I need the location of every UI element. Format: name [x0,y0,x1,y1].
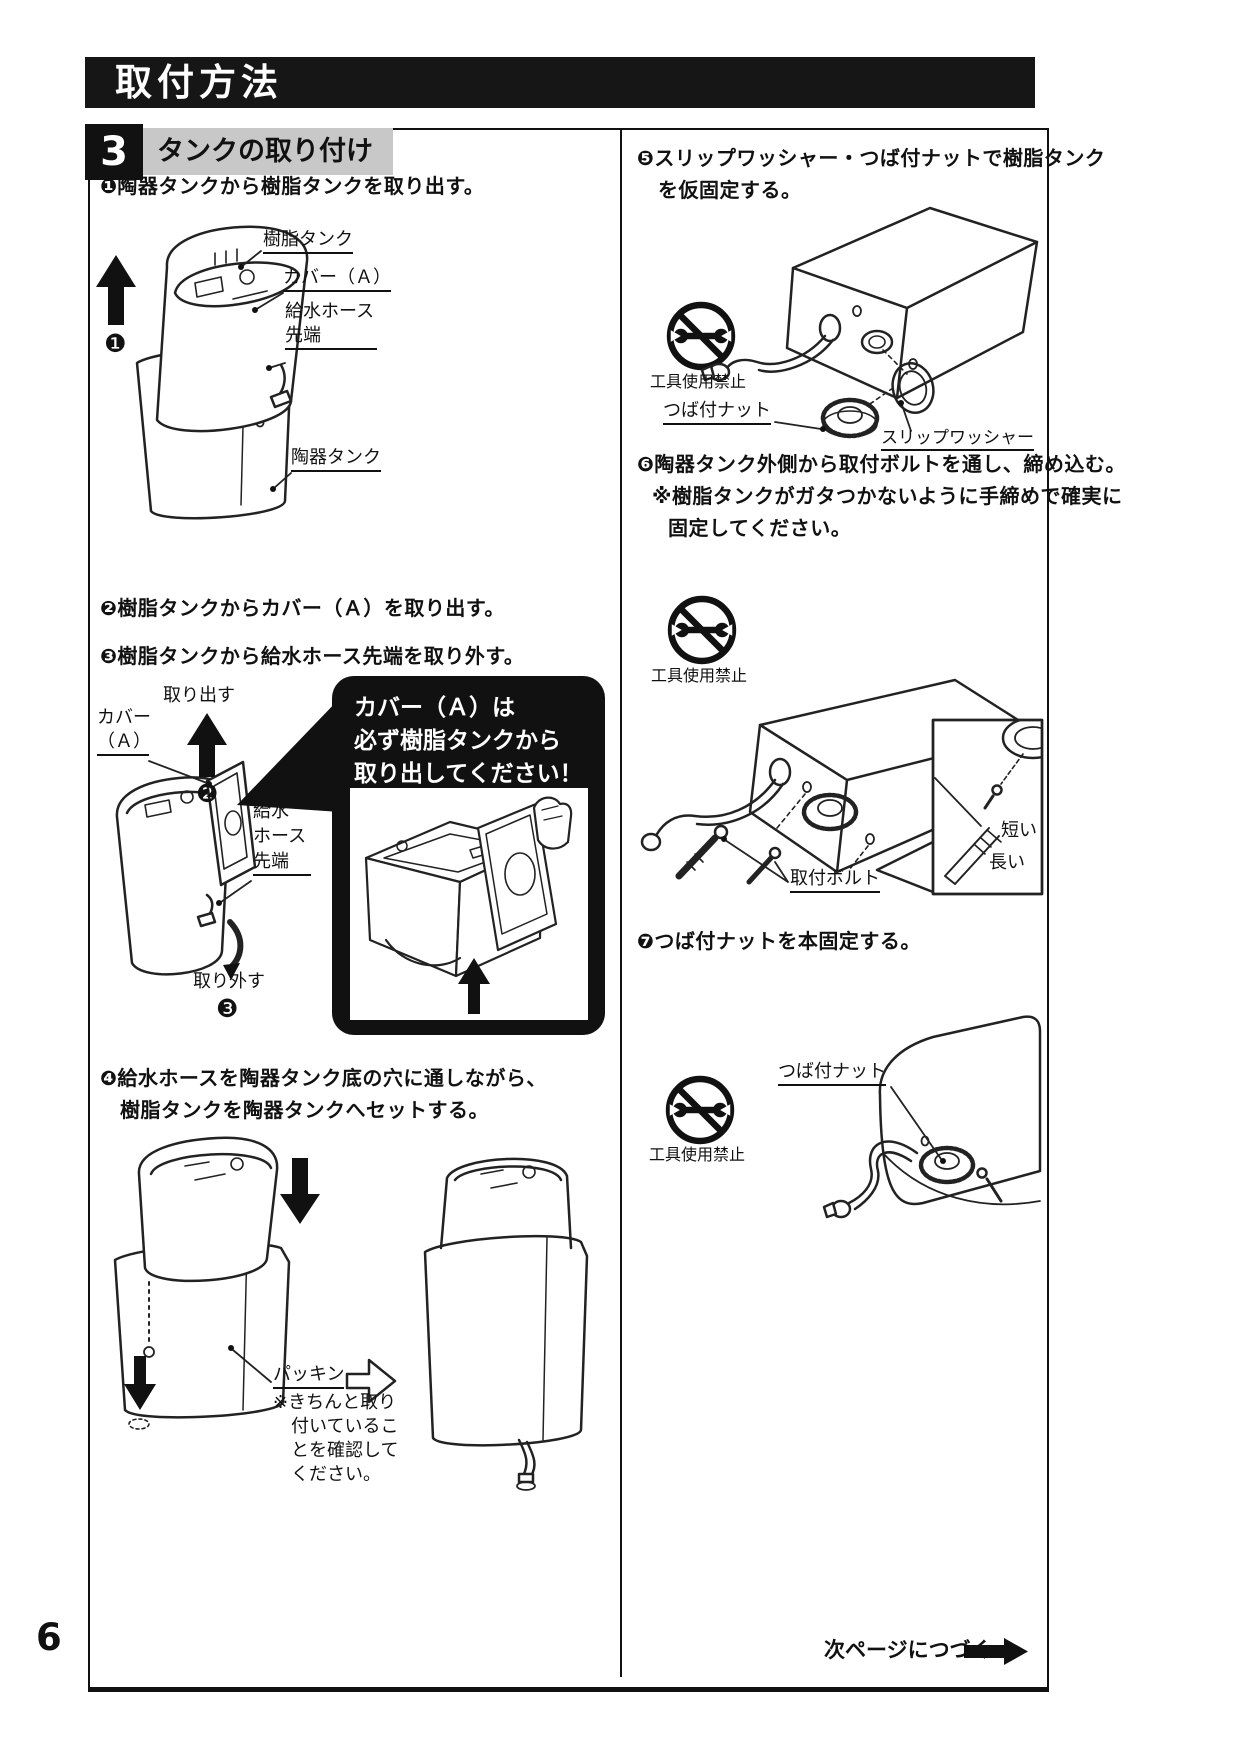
step-6-text-line1: ❻陶器タンク外側から取付ボルトを通し、締め込む。 [637,452,1126,476]
packing-note-line3: とを確認して [291,1440,399,1461]
packing-note-line2: 付いているこ [291,1416,399,1437]
no-tools-icon [670,305,732,367]
arrow-right-icon [964,1638,1028,1665]
section-number: 3 [85,124,143,180]
arrow-up-icon [187,713,227,777]
label-flanged-nut: つば付ナット [778,1061,886,1086]
warning-callout: カバー（Ａ）は 必ず樹脂タンクから 取り出してください！ [332,676,605,1035]
warning-illustration [350,788,588,1020]
label-flanged-nut: つば付ナット [663,400,771,425]
hand-icon [532,796,573,850]
page-title: 取付方法 [115,61,283,104]
packing-note-line4: ください。 [291,1464,381,1485]
figure-step6-drawing [640,540,1044,896]
figure-step7-drawing [625,1015,1042,1219]
arrow-up-icon [458,958,490,1014]
label-cover-line1: カバー [97,707,151,728]
step-6-text-line2: ※樹脂タンクがガタつかないように手締めで確実に [652,484,1123,508]
arrow-right-outline-icon [345,1358,397,1404]
content-frame [88,128,1049,1692]
no-tools-icon [671,599,733,661]
label-resin-tank: 樹脂タンク [263,229,353,254]
warning-callout-tail [237,698,340,812]
step-marker-1: ❶ [104,329,127,358]
step-5-text-line1: ❺スリップワッシャー・つば付ナットで樹脂タンク [637,146,1106,170]
step-3-text: ❸樹脂タンクから給水ホース先端を取り外す。 [100,644,525,668]
label-hose-line2: ホース [253,826,307,847]
label-takeout: 取り出す [163,685,235,706]
figure-step1-drawing [96,225,309,520]
figure-step5-drawing [625,206,1039,439]
no-tools-icon [669,1079,731,1141]
figure-step2-3-drawing [115,713,257,980]
section-title: タンクの取り付け [143,128,393,175]
step-1-text: ❶陶器タンクから樹脂タンクを取り出す。 [100,174,485,198]
figure-step6: 工具使用禁止 取付ボルト 短い 長い [625,540,1045,902]
step-2-text: ❷樹脂タンクからカバー（Ａ）を取り出す。 [100,596,505,620]
figure-step2-3: 取り出す ❷ カバー （Ａ） 給水 ホース 先端 取り外す ❸ [95,685,345,1030]
step-7-text: ❼つば付ナットを本固定する。 [637,929,921,953]
figure-step4-drawing [113,1136,589,1491]
step-4-text-line1: ❹給水ホースを陶器タンク底の穴に通しながら、 [100,1066,547,1090]
warning-line3: 取り出してください！ [354,761,583,787]
arrow-up-icon [96,255,136,325]
step-5-text-line2: を仮固定する。 [658,178,802,202]
step-marker-2: ❷ [196,779,219,808]
warning-line1: カバー（Ａ）は [354,695,515,721]
label-hose-line3: 先端 [253,851,311,876]
step-4-text-line2: 樹脂タンクを陶器タンクへセットする。 [120,1098,489,1122]
page-title-bar: 取付方法 [85,57,1035,108]
label-cover-line2: （Ａ） [97,731,151,756]
no-tools-label: 工具使用禁止 [650,372,747,391]
figure-step1: ❶ 樹脂タンク カバー（Ａ） 給水ホース 先端 陶器タンク [95,205,565,540]
label-detach: 取り外す [193,971,265,992]
figure-step7: 工具使用禁止 つば付ナット [625,975,1045,1267]
label-packing: パッキン [273,1364,345,1389]
label-cover-a: カバー（Ａ） [283,267,391,292]
label-long-bolt: 長い [989,852,1025,873]
figure-step5: 工具使用禁止 つば付ナット スリップワッシャー [625,190,1045,457]
arrow-down-icon [124,1158,320,1410]
page-number: 6 [36,1616,62,1659]
no-tools-label: 工具使用禁止 [649,1145,746,1164]
column-divider [620,128,622,1677]
label-hose-line1: 給水ホース [285,301,375,322]
continue-next-page: 次ページにつづく [824,1638,992,1662]
label-ceramic-tank: 陶器タンク [291,447,381,472]
step-marker-3: ❸ [216,994,239,1023]
no-tools-label: 工具使用禁止 [651,666,748,685]
figure-step4: パッキン ※きちんと取り 付いているこ とを確認して ください。 [95,1130,607,1492]
label-short-bolt: 短い [1001,820,1037,841]
label-slip-washer: スリップワッシャー [881,428,1034,452]
packing-note-line1: ※きちんと取り [273,1392,397,1413]
warning-line2: 必ず樹脂タンクから [354,728,561,754]
label-mounting-bolt: 取付ボルト [790,868,880,893]
warning-illustration-drawing [364,796,573,1014]
label-hose-line2: 先端 [285,325,377,350]
step-6-text-line3: 固定してください。 [668,516,852,540]
